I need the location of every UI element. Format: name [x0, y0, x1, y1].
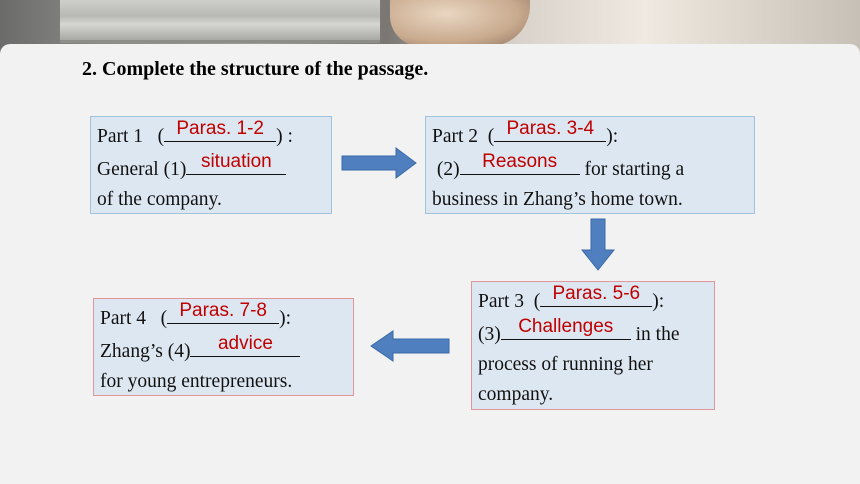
- books-image: [60, 0, 380, 43]
- part-3-paras-answer: Paras. 5-6: [552, 283, 641, 304]
- part-3-line-1: Part 3 ( Paras. 5-6):: [478, 283, 708, 317]
- part-4-open: (: [160, 308, 168, 329]
- part-3-open: (: [533, 291, 541, 312]
- part-3-answer: Challenges: [518, 316, 614, 337]
- part-1-box: Part 1 ( Paras. 1-2 ) : General (1) situati…: [90, 116, 332, 214]
- part-2-line-2: (2) Reasons for starting a: [432, 151, 748, 185]
- arrow-down-icon: [580, 218, 616, 271]
- part-1-label: Part 1: [97, 126, 144, 147]
- part-1-prefix: General (1): [97, 159, 187, 180]
- part-2-box: Part 2 ( Paras. 3-4): (2) Reasons for star…: [425, 116, 755, 214]
- part-2-line-3: business in Zhang’s home town.: [432, 189, 683, 210]
- part-2-label: Part 2: [432, 126, 479, 147]
- hand-image: [390, 0, 530, 46]
- part-2-paras-blank[interactable]: Paras. 3-4: [494, 118, 607, 142]
- part-1-line-3: of the company.: [97, 189, 222, 210]
- arrow-left-icon: [370, 330, 450, 362]
- part-2-answer: Reasons: [482, 151, 558, 172]
- part-2-answer-blank[interactable]: Reasons: [459, 151, 580, 175]
- part-4-line-1: Part 4 ( Paras. 7-8):: [100, 300, 347, 334]
- part-4-line-3: for young entrepreneurs.: [100, 371, 293, 392]
- part-3-line-4: company.: [478, 384, 554, 405]
- part-1-line-2: General (1) situation: [97, 151, 325, 185]
- part-1-answer: situation: [200, 151, 272, 172]
- part-3-label: Part 3: [478, 291, 525, 312]
- part-4-answer-blank[interactable]: advice: [190, 333, 301, 357]
- part-4-close: ):: [279, 308, 292, 329]
- part-4-label: Part 4: [100, 308, 147, 329]
- part-1-answer-blank[interactable]: situation: [186, 151, 287, 175]
- part-4-line-2: Zhang’s (4) advice: [100, 333, 347, 367]
- part-2-line-1: Part 2 ( Paras. 3-4):: [432, 118, 748, 152]
- part-3-paras-blank[interactable]: Paras. 5-6: [540, 283, 653, 307]
- exercise-heading: 2. Complete the structure of the passage…: [82, 58, 429, 80]
- part-3-suffix: in the: [635, 324, 680, 345]
- arrow-right-icon: [341, 147, 417, 179]
- part-1-close: ) :: [276, 126, 293, 147]
- part-2-close: ):: [606, 126, 619, 147]
- part-3-close: ):: [652, 291, 665, 312]
- part-4-answer: advice: [217, 333, 273, 354]
- part-4-paras-blank[interactable]: Paras. 7-8: [167, 300, 280, 324]
- part-3-prefix: (3): [478, 324, 501, 345]
- part-2-open: (: [487, 126, 495, 147]
- part-1-paras-blank[interactable]: Paras. 1-2: [164, 118, 277, 142]
- part-2-paras-answer: Paras. 3-4: [506, 118, 595, 139]
- part-4-box: Part 4 ( Paras. 7-8): Zhang’s (4) advice f…: [93, 298, 354, 396]
- part-3-line-3: process of running her: [478, 354, 653, 375]
- slide-panel: [0, 44, 860, 484]
- part-1-paras-answer: Paras. 1-2: [176, 118, 264, 139]
- part-4-prefix: Zhang’s (4): [100, 341, 191, 362]
- part-4-paras-answer: Paras. 7-8: [179, 300, 267, 321]
- part-1-line-1: Part 1 ( Paras. 1-2 ) :: [97, 118, 325, 152]
- part-2-prefix: (2): [436, 159, 460, 180]
- part-1-open: (: [157, 126, 165, 147]
- part-3-box: Part 3 ( Paras. 5-6): (3) Challenges in th…: [471, 281, 715, 410]
- part-3-answer-blank[interactable]: Challenges: [500, 316, 631, 340]
- part-2-suffix: for starting a: [584, 159, 685, 180]
- part-3-line-2: (3) Challenges in the: [478, 316, 708, 350]
